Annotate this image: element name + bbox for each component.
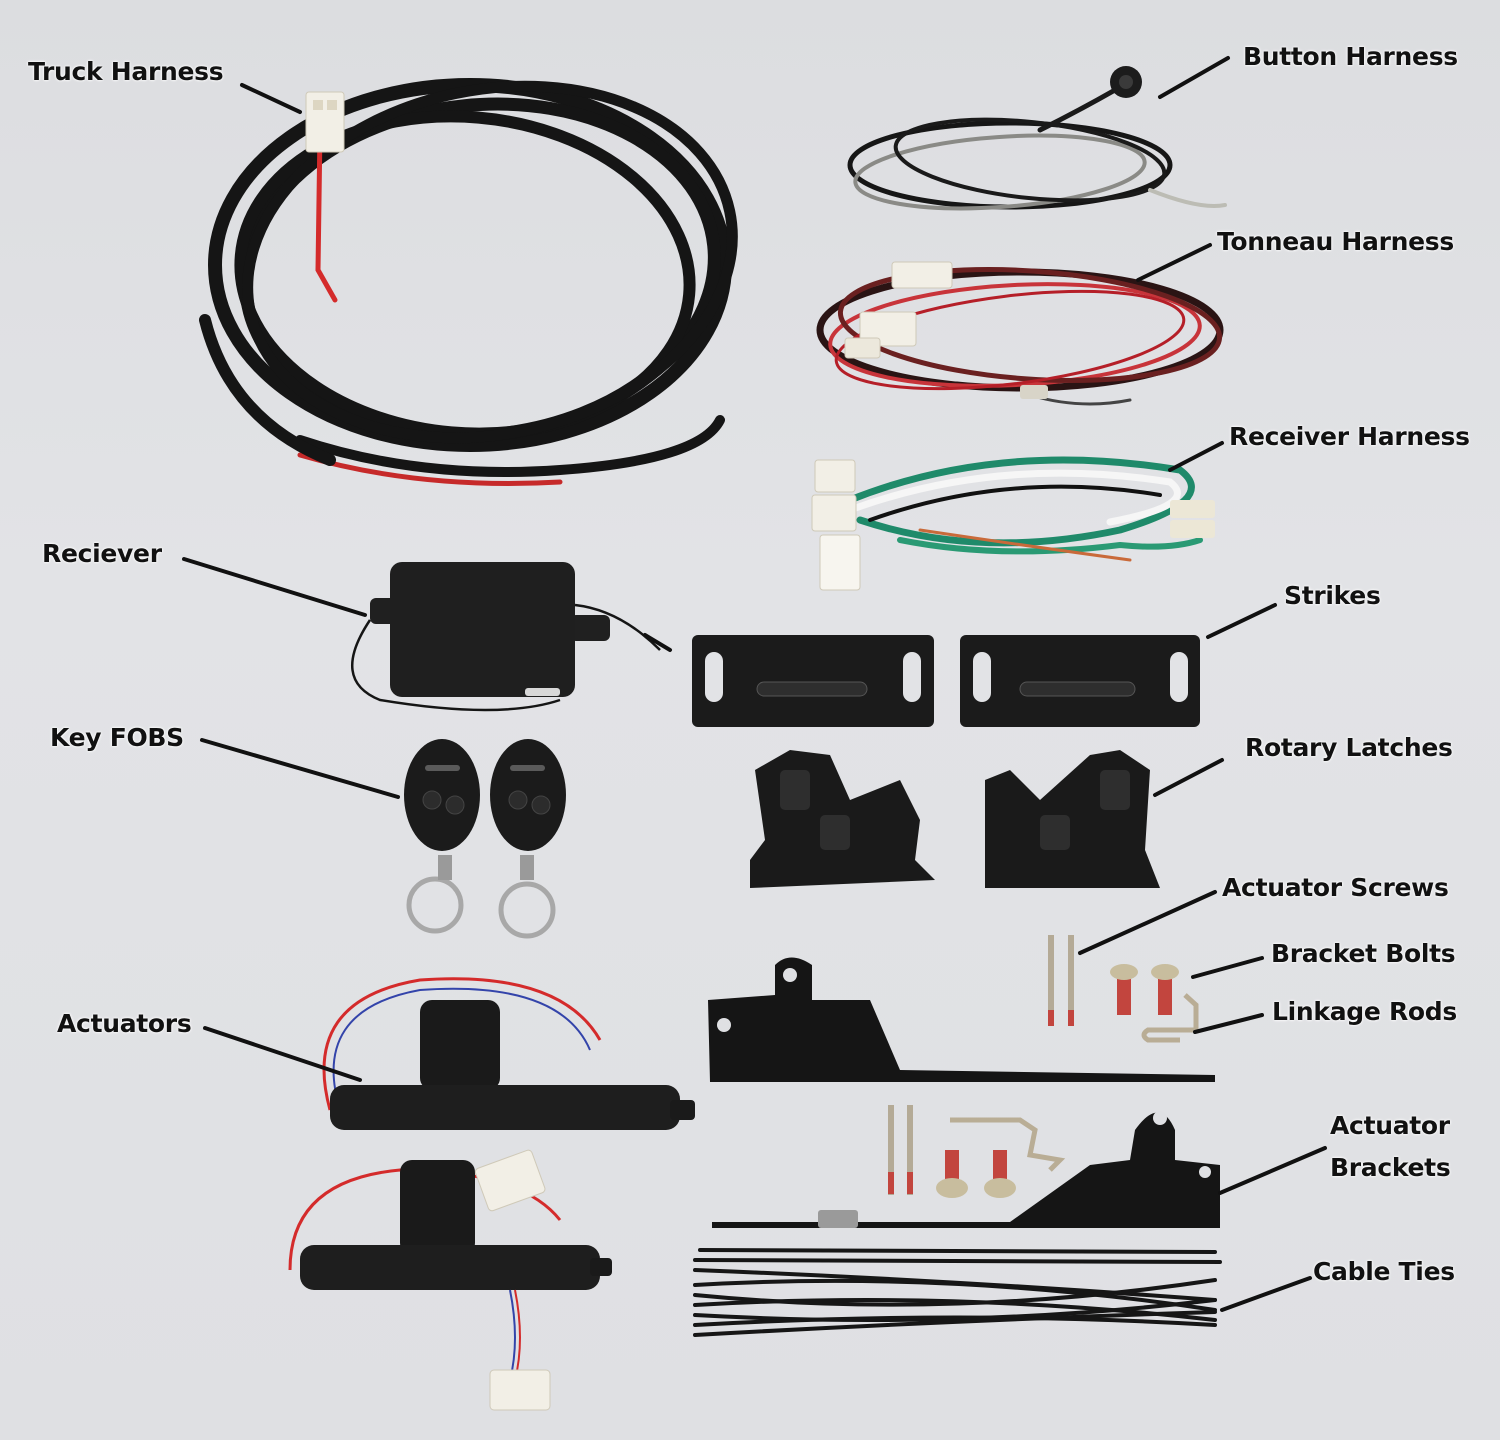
receiver-harness (846, 456, 1203, 562)
truck-harness-connector (305, 91, 345, 153)
label-truck-harness: Truck Harness (28, 57, 224, 86)
label-actuators: Actuators (57, 1009, 192, 1038)
label-button-harness: Button Harness (1243, 42, 1458, 71)
label-reciever: Reciever (42, 539, 162, 568)
label-actuator-brackets-line1: Actuator (1330, 1111, 1450, 1140)
label-receiver-harness: Receiver Harness (1229, 422, 1470, 451)
rotary-latches (750, 750, 1160, 888)
label-strikes: Strikes (1284, 581, 1381, 610)
key-fobs (404, 739, 566, 939)
cable-ties (693, 1248, 1222, 1337)
leader-lines (182, 56, 1327, 1312)
tonneau-connector-1 (891, 261, 953, 289)
receiver-box (350, 562, 661, 712)
truck-harness-coil (199, 78, 738, 486)
button-harness (847, 87, 1227, 211)
hardware (888, 935, 1199, 1198)
label-bracket-bolts: Bracket Bolts (1271, 939, 1456, 968)
receiver-harness-connector (814, 459, 856, 493)
actuators (288, 977, 695, 1411)
label-actuator-screws: Actuator Screws (1222, 873, 1449, 902)
label-rotary-latches: Rotary Latches (1245, 733, 1453, 762)
label-tonneau-harness: Tonneau Harness (1217, 227, 1454, 256)
label-key-fobs: Key FOBS (50, 723, 184, 752)
label-linkage-rods: Linkage Rods (1272, 997, 1457, 1026)
label-actuator-brackets-line2: Brackets (1330, 1153, 1451, 1182)
strikes (692, 635, 1200, 727)
actuator-brackets (708, 957, 1220, 1228)
label-cable-ties: Cable Ties (1313, 1257, 1455, 1286)
